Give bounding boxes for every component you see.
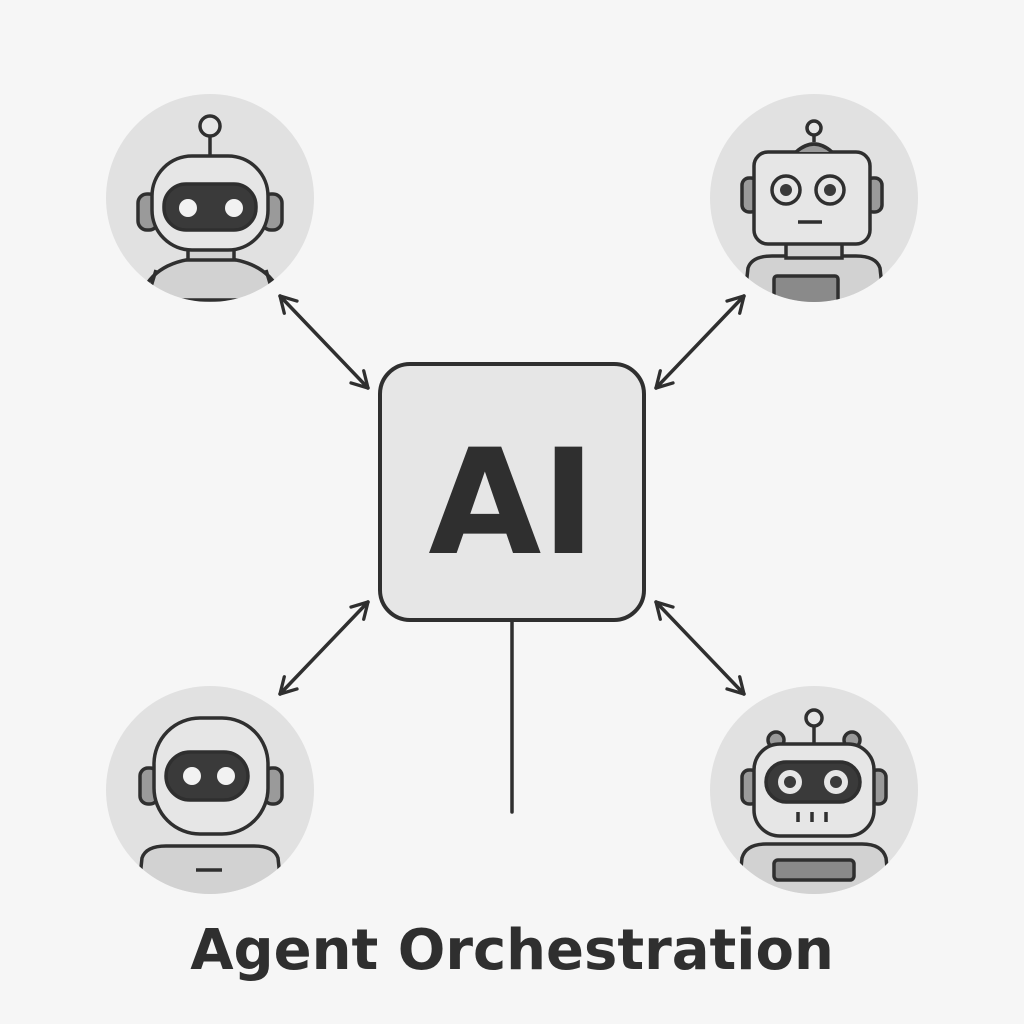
arrow-top-left	[278, 294, 370, 390]
arrow-top-right	[654, 294, 746, 390]
diagram-caption: Agent Orchestration	[190, 918, 834, 983]
arrow-bottom-left	[278, 600, 370, 696]
robot-round-icon	[106, 686, 314, 894]
robot-grille-icon	[710, 686, 918, 894]
robot-visor-icon	[106, 94, 314, 302]
arrow-bottom-right	[654, 600, 746, 696]
ai-hub: AI	[378, 362, 646, 622]
hub-label: AI	[428, 418, 595, 588]
robot-boxy-icon	[710, 94, 918, 302]
